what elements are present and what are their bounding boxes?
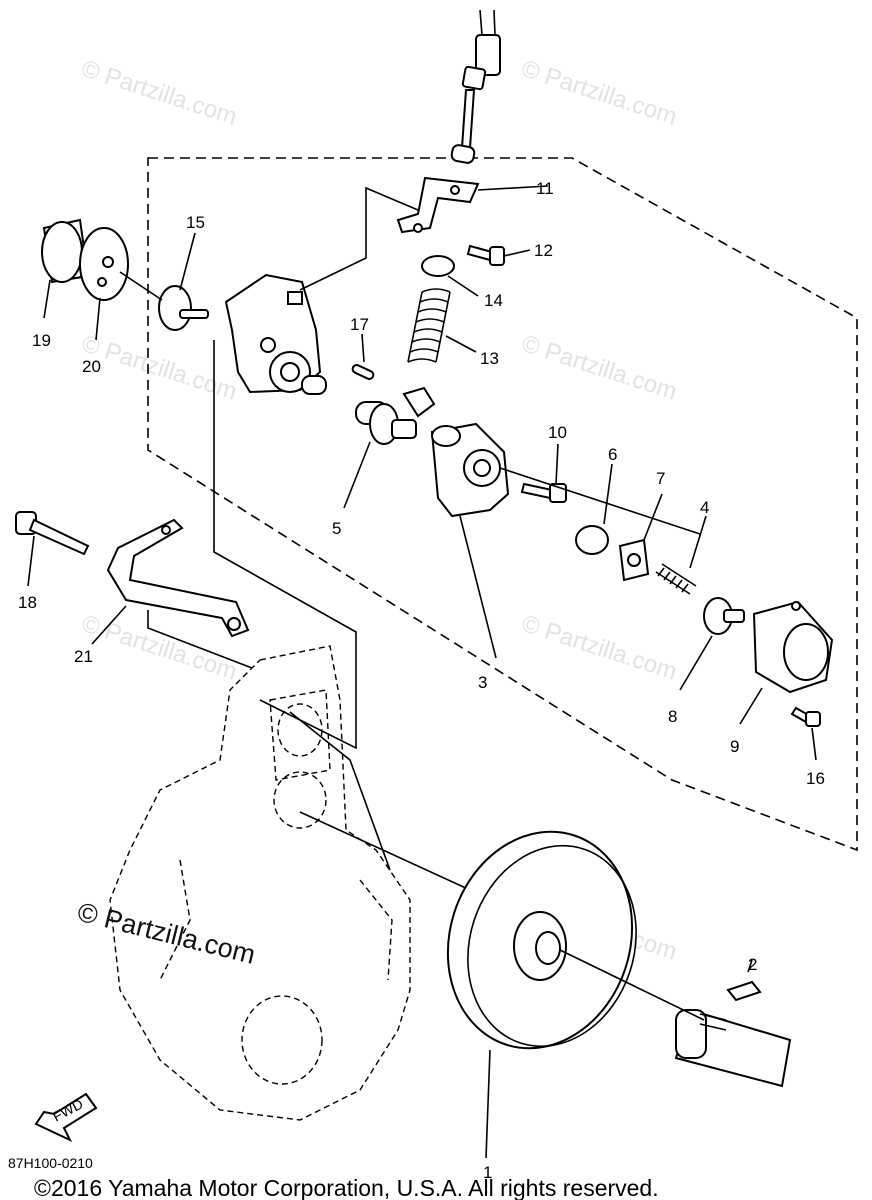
part-1-sheave	[446, 830, 637, 1050]
part-4-spring	[655, 563, 697, 595]
watermark: © Partzilla.com	[78, 610, 240, 686]
part-11-lever	[396, 176, 480, 234]
watermark-prominent: © Partzilla.com	[75, 897, 259, 970]
callout-labels: 1 2 3 4 5 6 7 8 9 10 11 12 13 14 15 16 1…	[18, 179, 825, 1182]
crankshaft-end	[674, 1008, 792, 1088]
diagram-code: 87H100-0210	[8, 1155, 93, 1171]
watermark: © Partzilla.com	[78, 55, 240, 131]
callout-16: 16	[806, 769, 825, 788]
part-8-gear	[703, 597, 745, 635]
copyright-notice: ©2016 Yamaha Motor Corporation, U.S.A. A…	[34, 1175, 659, 1200]
callout-21: 21	[74, 647, 93, 666]
callout-4: 4	[700, 498, 709, 517]
callout-1: 1	[483, 1163, 492, 1182]
throttle-cable	[450, 9, 501, 164]
callout-13: 13	[480, 349, 499, 368]
callout-17: 17	[350, 315, 369, 334]
callout-11: 11	[536, 179, 554, 198]
part-5-governor-shaft	[355, 386, 436, 445]
callout-9: 9	[730, 737, 739, 756]
governor-housing	[224, 273, 327, 395]
watermark: © Partzilla.com	[518, 55, 680, 131]
part-16-bolt	[790, 706, 821, 727]
assembly-boundary	[147, 157, 858, 852]
part-10-bolt	[520, 482, 567, 503]
part-19-cap	[41, 218, 90, 284]
crankcase-outline	[109, 645, 411, 1121]
watermarks: © Partzilla.com © Partzilla.com © Partzi…	[78, 55, 680, 966]
part-14-cap	[421, 255, 455, 277]
callout-3: 3	[478, 673, 487, 692]
callout-2: 2	[748, 955, 757, 974]
callout-20: 20	[82, 357, 101, 376]
part-17-pin	[351, 364, 375, 380]
part-21-bracket	[106, 518, 250, 638]
callout-5: 5	[332, 519, 341, 538]
callout-8: 8	[668, 707, 677, 726]
watermark: © Partzilla.com	[78, 330, 240, 406]
part-20-insert	[79, 227, 129, 301]
part-15-shaft	[158, 285, 209, 331]
callout-18: 18	[18, 593, 37, 612]
part-18-bolt	[15, 511, 90, 556]
part-13-spring	[407, 288, 451, 363]
callout-10: 10	[548, 423, 567, 442]
part-7-plate	[618, 538, 650, 582]
callout-15: 15	[186, 213, 205, 232]
part-9-cover	[752, 600, 834, 694]
callout-14: 14	[484, 291, 503, 310]
part-12-bolt	[466, 244, 505, 266]
callout-6: 6	[608, 445, 617, 464]
callout-12: 12	[534, 241, 553, 260]
governor-cover	[430, 422, 510, 518]
watermark: © Partzilla.com	[518, 330, 680, 406]
callout-19: 19	[32, 331, 51, 350]
callout-7: 7	[656, 469, 665, 488]
part-6-washer	[575, 525, 609, 555]
watermark: © Partzilla.com	[518, 610, 680, 686]
fwd-arrow-icon: FWD	[34, 1092, 98, 1143]
part-2-key	[726, 980, 762, 1002]
